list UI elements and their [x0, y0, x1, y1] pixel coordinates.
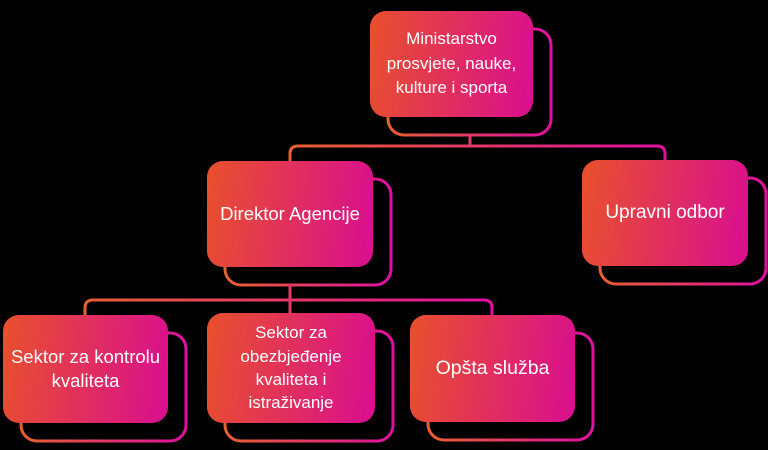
org-node-upravni-odbor-label: Upravni odbor [605, 202, 725, 223]
connector-direktor-rail [83, 298, 494, 317]
org-node-upravni-odbor: Upravni odbor [582, 160, 748, 266]
connector-level-1 [288, 135, 667, 163]
org-node-sektor-za-kontrolu-kvaliteta-label: Sektor za kontrolu kvaliteta [10, 345, 161, 391]
org-node-ministarstvo-label: Ministarstvo prosvjete, nauke, kulture i… [386, 29, 517, 98]
org-node-sektor-za-obezbjedjenje-label: Sektor za obezbjeđenje kvaliteta i istra… [240, 323, 342, 413]
org-node-direktor-agencije-label: Direktor Agencije [220, 203, 360, 224]
org-node-direktor-agencije: Direktor Agencije [207, 161, 373, 267]
connector-level-2 [83, 285, 494, 317]
org-node-opsta-sluzba: Opšta služba [410, 315, 575, 422]
org-node-sektor-za-obezbjedjenje: Sektor za obezbjeđenje kvaliteta i istra… [207, 313, 375, 423]
org-node-ministarstvo: Ministarstvo prosvjete, nauke, kulture i… [370, 11, 533, 117]
org-node-opsta-sluzba-label: Opšta služba [435, 357, 550, 379]
connector-ministry-rail [288, 144, 667, 163]
org-node-sektor-za-kontrolu-kvaliteta: Sektor za kontrolu kvaliteta [3, 315, 168, 423]
